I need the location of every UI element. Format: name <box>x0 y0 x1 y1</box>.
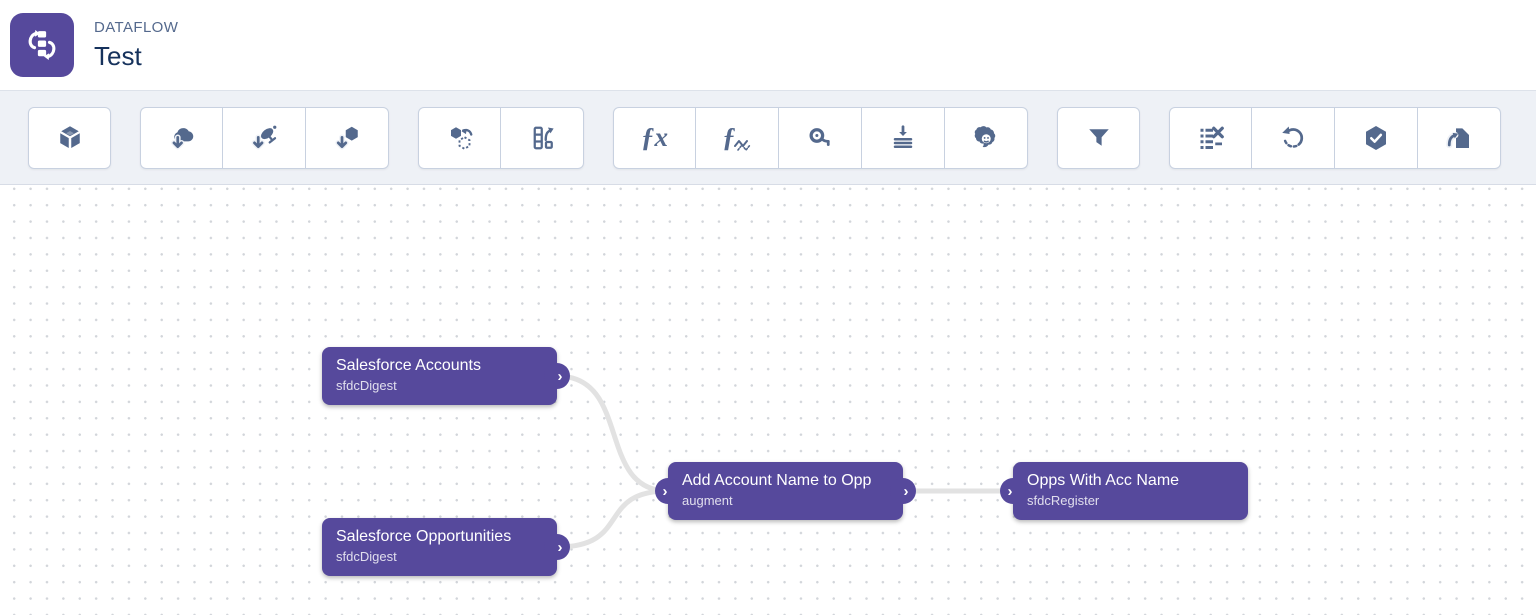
hexagon-download-icon <box>335 126 358 149</box>
filter-button[interactable] <box>1057 106 1140 169</box>
cube-button[interactable] <box>28 106 111 169</box>
node-toolbar: ƒx ƒ <box>0 90 1536 185</box>
toolbar-group-transform-a <box>418 106 584 169</box>
restore-icon <box>1282 126 1304 148</box>
satellite-download-icon <box>251 125 277 149</box>
export-button[interactable] <box>1418 106 1501 169</box>
restore-button[interactable] <box>1252 106 1335 169</box>
slice-fields-icon <box>1200 126 1224 149</box>
node-subtitle: sfdcDigest <box>336 549 397 564</box>
einstein-prediction-icon <box>974 125 996 147</box>
node-title: Opps With Acc Name <box>1027 472 1180 489</box>
register-button[interactable] <box>1335 106 1418 169</box>
slice-dataset-button[interactable] <box>1169 106 1252 169</box>
sfdc-digest-button[interactable] <box>140 106 223 169</box>
node-title: Salesforce Opportunities <box>336 528 512 545</box>
connection-accounts-to-augment <box>554 373 671 494</box>
toolbar-group-filter <box>1057 106 1140 169</box>
hexagon-update-icon <box>450 126 472 150</box>
node-salesforce-accounts[interactable]: Salesforce Accounts sfdcDigest › <box>322 347 570 405</box>
chevron-right-icon: › <box>662 482 668 500</box>
connections-layer <box>554 373 1016 550</box>
input-port[interactable]: › <box>1000 478 1026 504</box>
node-subtitle: augment <box>682 493 733 508</box>
node-add-account-name[interactable]: Add Account Name to Opp augment › › <box>655 462 916 520</box>
register-check-icon <box>1366 125 1386 150</box>
compute-expression-button[interactable]: ƒx <box>613 106 696 169</box>
page-title: Test <box>94 41 142 71</box>
node-title: Add Account Name to Opp <box>682 472 872 489</box>
export-icon <box>1446 126 1471 148</box>
toolbar-group-extract <box>140 106 389 169</box>
compute-expression-icon: ƒx <box>641 122 668 152</box>
object-type-label: DATAFLOW <box>94 19 179 36</box>
node-title: Salesforce Accounts <box>336 357 481 374</box>
dataflow-canvas[interactable]: Salesforce Accounts sfdcDigest › Salesfo… <box>0 185 1536 615</box>
page-header: DATAFLOW Test <box>0 0 1536 90</box>
column-append-icon <box>533 126 554 149</box>
digest-button[interactable] <box>223 106 306 169</box>
node-subtitle: sfdcRegister <box>1027 493 1100 508</box>
connection-opportunities-to-augment <box>554 488 671 550</box>
append-button[interactable] <box>501 106 584 169</box>
node-opps-with-acc-name[interactable]: Opps With Acc Name sfdcRegister › <box>1000 462 1248 520</box>
edgemart-button[interactable] <box>306 106 389 169</box>
filter-icon <box>1088 128 1109 146</box>
flatten-icon <box>893 124 913 148</box>
salesforce-cloud-download-icon <box>170 127 193 149</box>
node-subtitle: sfdcDigest <box>336 378 397 393</box>
input-port[interactable]: › <box>655 478 681 504</box>
toolbar-group-misc <box>1169 106 1501 169</box>
compute-relative-button[interactable]: ƒ <box>696 106 779 169</box>
chevron-right-icon: › <box>903 482 909 500</box>
compute-relative-icon: ƒ <box>722 124 752 151</box>
measure-icon <box>809 127 830 146</box>
prediction-button[interactable] <box>945 106 1028 169</box>
flatten-button[interactable] <box>862 106 945 169</box>
node-salesforce-opportunities[interactable]: Salesforce Opportunities sfdcDigest › <box>322 518 570 576</box>
toolbar-group-dataset <box>28 106 111 169</box>
output-port[interactable]: › <box>544 534 570 560</box>
toolbar-group-transform-b: ƒx ƒ <box>613 106 1028 169</box>
dataflow-icon <box>10 13 74 77</box>
chevron-right-icon: › <box>557 367 563 385</box>
dim2mea-button[interactable] <box>779 106 862 169</box>
output-port[interactable]: › <box>544 363 570 389</box>
chevron-right-icon: › <box>1007 482 1013 500</box>
chevron-right-icon: › <box>557 538 563 556</box>
update-button[interactable] <box>418 106 501 169</box>
cube-icon <box>59 125 80 148</box>
output-port[interactable]: › <box>890 478 916 504</box>
